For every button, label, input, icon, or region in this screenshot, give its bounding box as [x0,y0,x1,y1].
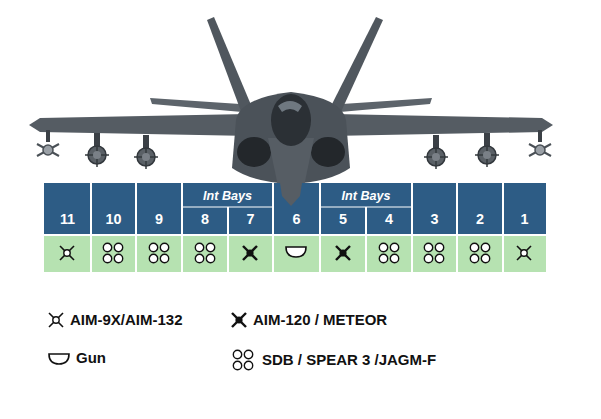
table-cell: 7 [228,211,273,227]
station-number: 8 [182,211,228,227]
station-number: 4 [366,211,412,227]
table-cell: 1 [503,211,546,227]
table-cell: Int Bays [182,189,273,203]
legend-text: AIM-9X/AIM-132 [70,311,183,328]
station-number: 2 [457,211,503,227]
table-cell: 8 [182,211,228,227]
table-cell: 3 [412,211,457,227]
legend-item: AIM-120 / METEOR [253,311,387,329]
table-cell: 2 [457,211,503,227]
legend-text: SDB / SPEAR 3 /JAGM-F [262,351,436,368]
legend-item: Gun [76,349,106,367]
station-number: 9 [136,211,182,227]
legend-item: AIM-9X/AIM-132 [70,311,183,329]
legend-text: AIM-120 / METEOR [253,311,387,328]
bay-label: Int Bays [182,189,273,203]
table-cell: 11 [44,211,91,227]
bay-label: Int Bays [320,189,412,203]
legend-item: SDB / SPEAR 3 /JAGM-F [262,351,436,369]
station-table [44,183,546,272]
legend-text: Gun [76,349,106,366]
station-number: 3 [412,211,457,227]
table-cell: 6 [273,211,320,227]
table-cell: 10 [91,211,136,227]
table-cell: 4 [366,211,412,227]
station-number: 5 [320,211,366,227]
table-cell: Int Bays [320,189,412,203]
table-cell: 9 [136,211,182,227]
station-number: 11 [44,211,91,227]
station-number: 7 [228,211,273,227]
table-cell: 5 [320,211,366,227]
f35-front-view [29,17,553,208]
station-number: 1 [503,211,546,227]
station-number: 10 [91,211,136,227]
station-number: 6 [273,211,320,227]
